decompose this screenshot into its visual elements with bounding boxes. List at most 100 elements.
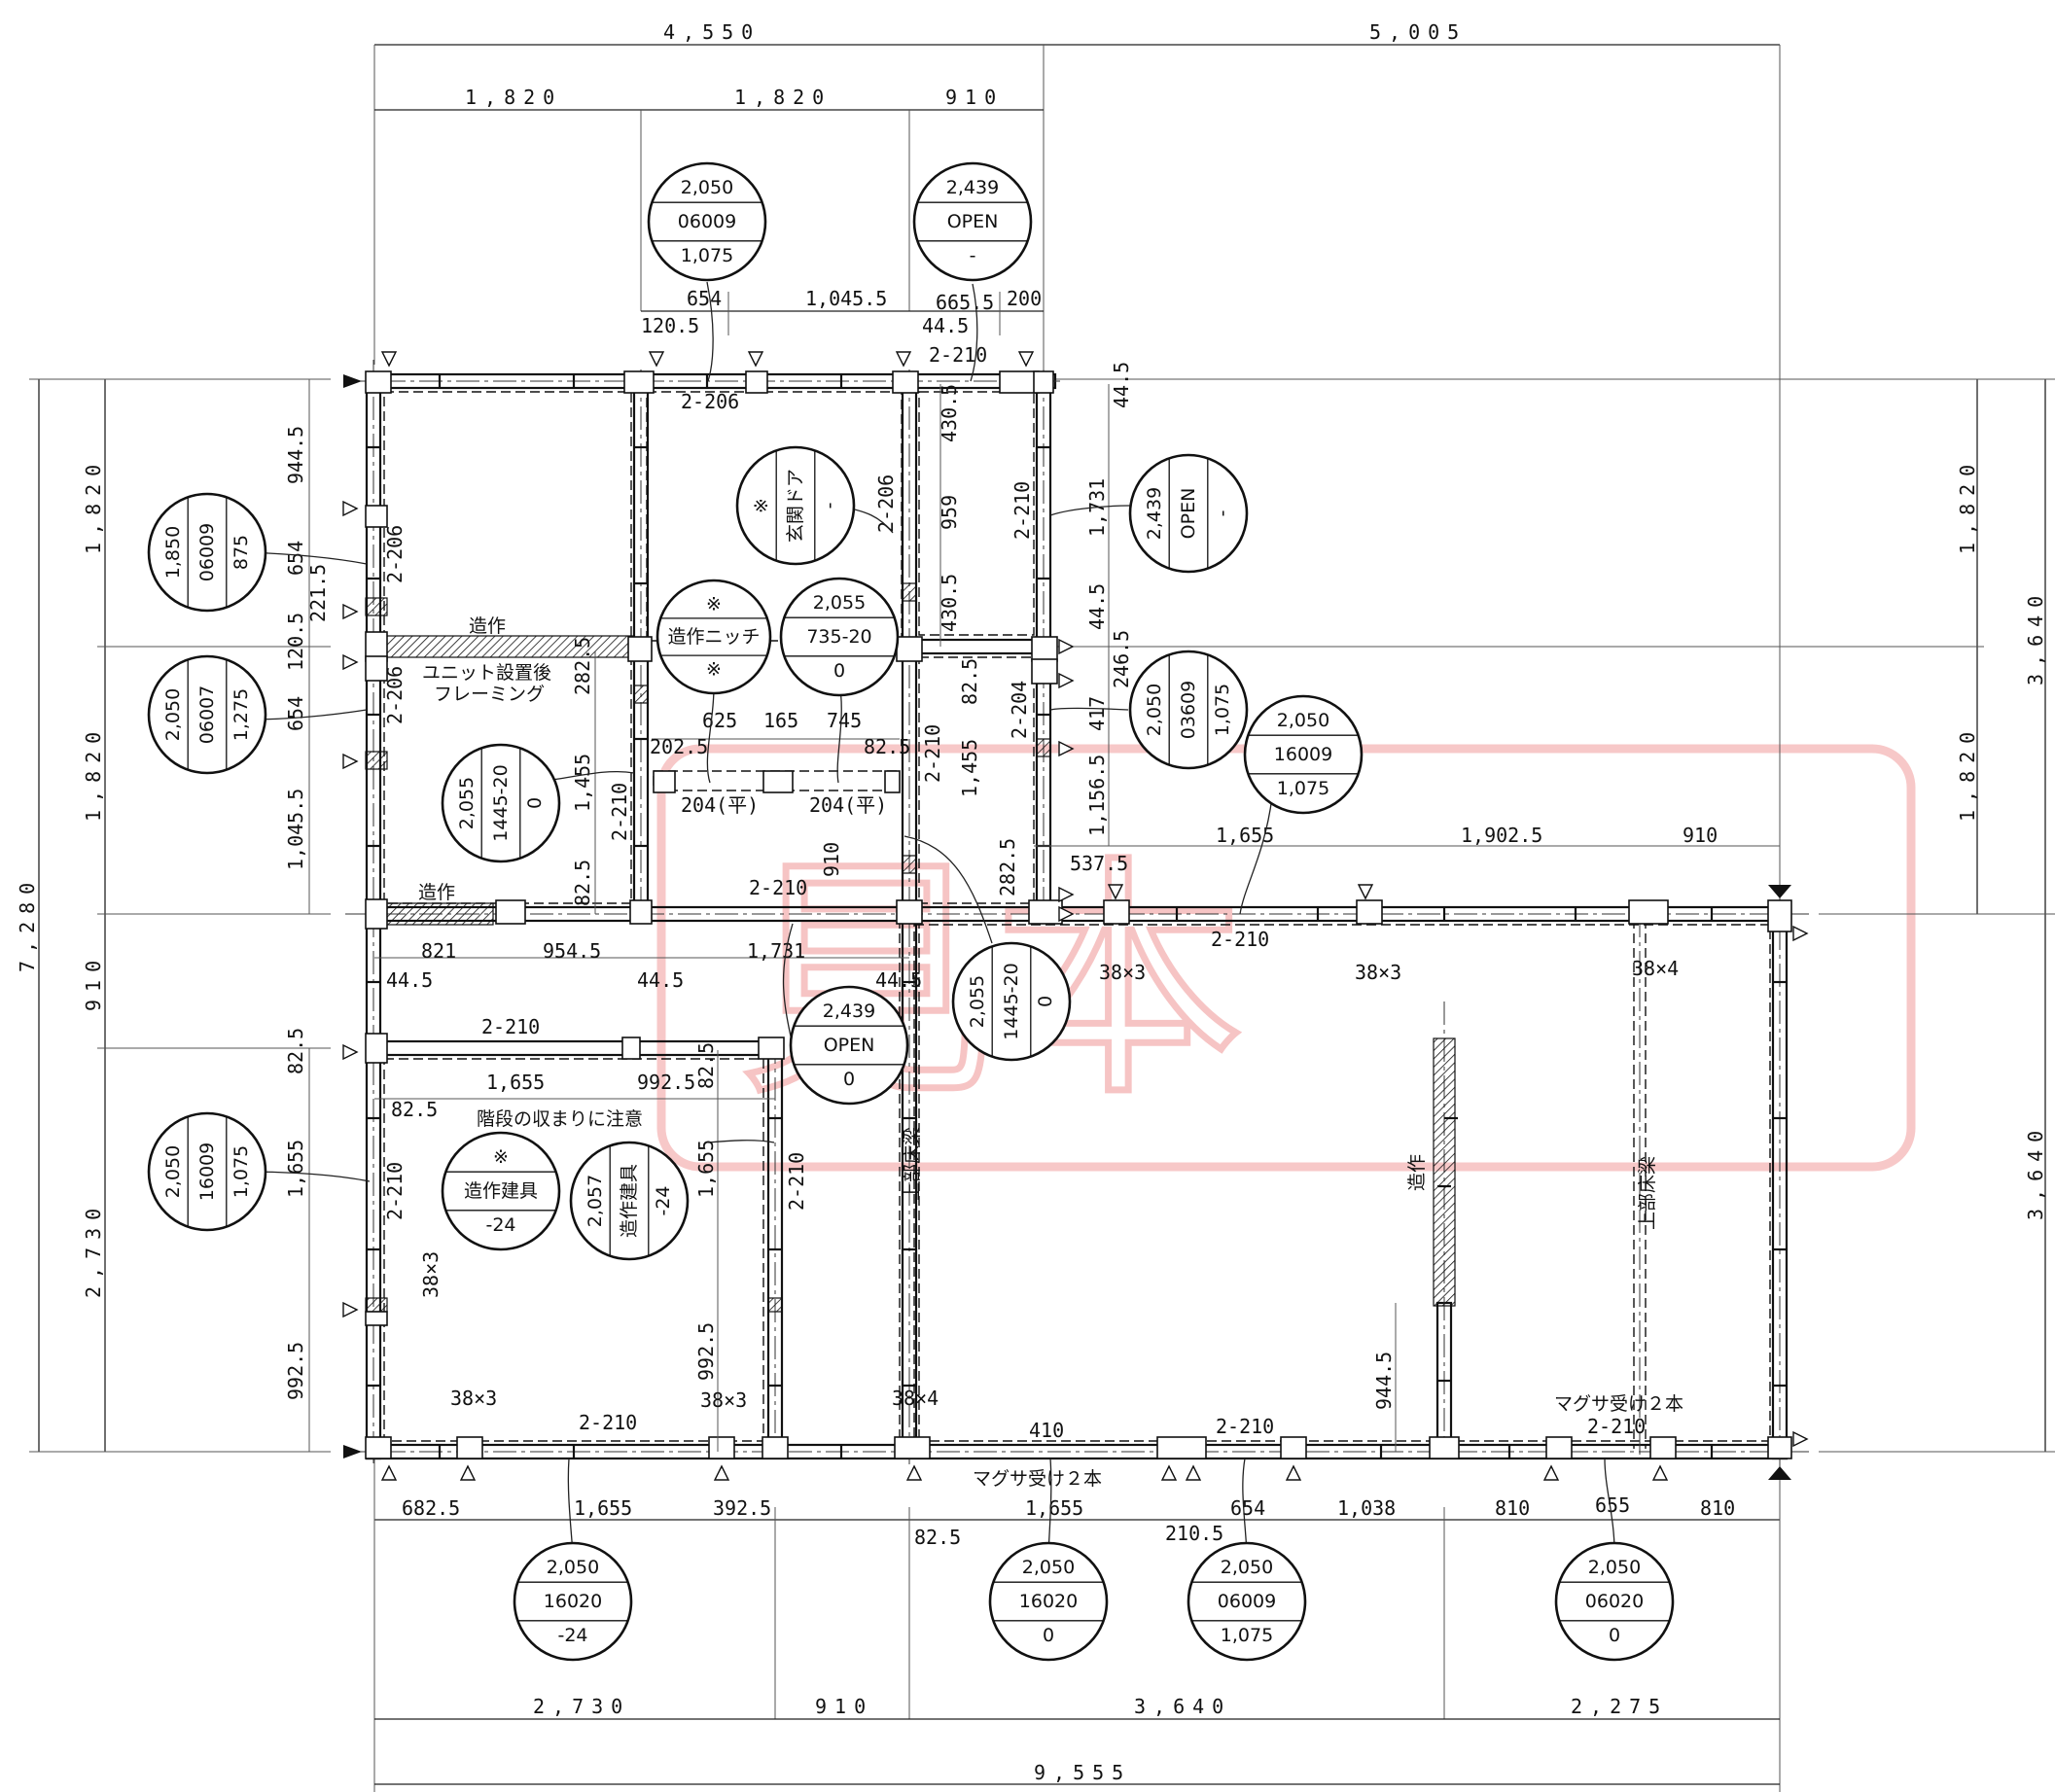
- dim-910-r: 910: [1683, 824, 1718, 847]
- door-tag-circle: [569, 1141, 690, 1261]
- dim-1455a: 1,455: [571, 754, 594, 812]
- label-unit-1: ユニット設置後: [422, 662, 551, 684]
- door-tag-top-text: 2,050: [1221, 1557, 1273, 1578]
- label-38x3-c: 38×3: [419, 1251, 443, 1298]
- door-tag-circle: [735, 445, 856, 566]
- dim-bot-1655a: 1,655: [574, 1496, 632, 1520]
- dim-top-1820b: 1,820: [734, 86, 832, 109]
- door-tag-top-text: 2,439: [1144, 487, 1165, 540]
- door-tag-bot-text: 0: [843, 1069, 855, 1090]
- dim-9925-l: 992.5: [284, 1342, 307, 1400]
- labels: 造作 造作 ユニット設置後 フレーミング 階段の収まりに注意 造作 上部床梁 上…: [383, 343, 1683, 1490]
- dim-bot-2730: 2,730: [533, 1695, 630, 1718]
- door-tag-bot-text: 0: [1035, 996, 1056, 1007]
- label-38x3-d: 38×3: [450, 1387, 497, 1410]
- dim-top-4550: 4,550: [663, 20, 761, 44]
- door-tag-mid-text: 06009: [678, 211, 736, 232]
- dim-445-top: 44.5: [922, 314, 969, 337]
- door-tag-top-text: 2,050: [1022, 1557, 1075, 1578]
- dim-top-5005: 5,005: [1369, 20, 1467, 44]
- door-tag-bot-text: 1,075: [230, 1145, 252, 1198]
- door-tag-top-text: 2,055: [456, 777, 478, 829]
- door-tag-circle: [789, 985, 909, 1106]
- label-38x4-a: 38×4: [1632, 957, 1679, 980]
- dim-bot-2105: 210.5: [1165, 1522, 1223, 1545]
- label-2210-k: 2-210: [1216, 1415, 1274, 1438]
- door-tag-mid-text: 06007: [196, 685, 218, 744]
- dim-10455: 1,045.5: [284, 789, 307, 870]
- door-tag-t15: ※造作建具-24: [441, 1131, 561, 1251]
- door-tag-bot-text: 1,075: [681, 245, 733, 266]
- posts: [365, 370, 1792, 1459]
- door-tag-bot-text: 875: [230, 535, 252, 570]
- dim-bot-6825: 682.5: [402, 1496, 460, 1520]
- dim-left-910: 910: [82, 953, 105, 1011]
- dim-1655-r: 1,655: [1216, 824, 1274, 847]
- door-tag-circle: [655, 579, 772, 695]
- door-tag-mid-text: 1445-20: [1001, 963, 1022, 1039]
- inner-dimension-texts: 944.5 654 221.5 120.5 654 1,045.5 282.5 …: [284, 362, 1718, 1442]
- zousaku-strips: [385, 635, 1456, 1307]
- label-204-hira-2: 204(平): [809, 793, 887, 817]
- dim-2465: 246.5: [1110, 630, 1133, 688]
- door-tag-top-text: 2,055: [813, 592, 866, 614]
- dim-right-3640b: 3,640: [2024, 1123, 2047, 1220]
- label-2206-b: 2-206: [383, 525, 407, 583]
- door-tag-top-text: 2,439: [823, 1001, 875, 1022]
- door-tag-mid-text: 造作建具: [464, 1180, 538, 1202]
- dim-11565: 1,156.5: [1085, 755, 1109, 836]
- door-tag-circle: [1243, 694, 1364, 815]
- dim-bot-9555: 9,555: [1034, 1761, 1131, 1784]
- dim-bot-810a: 810: [1495, 1496, 1530, 1520]
- label-zousaku-2: 造作: [418, 882, 455, 903]
- dim-2825b: 282.5: [996, 838, 1019, 896]
- door-tag-circle: [988, 1541, 1109, 1662]
- label-2206-a: 2-206: [681, 390, 739, 413]
- label-2204: 2-204: [1008, 681, 1031, 739]
- dim-bot-655: 655: [1595, 1493, 1630, 1517]
- dim-left-1820a: 1,820: [82, 457, 105, 554]
- label-2210-c: 2-210: [608, 783, 631, 841]
- dim-left-7280: 7,280: [16, 875, 39, 972]
- door-tag-circle: [1128, 650, 1249, 770]
- door-tag-circle: [1128, 453, 1249, 574]
- dim-right-1820b: 1,820: [1956, 724, 1979, 822]
- dim-1205: 120.5: [284, 613, 307, 671]
- door-tag-top-text: ※: [706, 593, 722, 615]
- door-tag-t3: ※玄関ドア-: [735, 445, 856, 566]
- dim-445-top-v: 44.5: [1110, 362, 1133, 408]
- door-tag-circle: [441, 743, 561, 863]
- door-tag-top-text: 2,057: [585, 1175, 606, 1227]
- door-tag-top-text: 2,050: [162, 1145, 184, 1198]
- dim-825d: 82.5: [284, 1028, 307, 1074]
- dim-19025: 1,902.5: [1461, 824, 1542, 847]
- label-38x4-b: 38×4: [892, 1387, 939, 1410]
- door-tag-bot-text: 1,275: [230, 688, 252, 741]
- door-tag-bot-text: 0: [1609, 1625, 1620, 1646]
- label-zousaku-1: 造作: [469, 615, 506, 637]
- dim-2825a: 282.5: [571, 637, 594, 695]
- door-tag-circle: [779, 577, 900, 697]
- label-2210-g: 2-210: [481, 1015, 540, 1038]
- dim-445a: 44.5: [386, 968, 433, 992]
- markers: [342, 351, 1809, 1481]
- dim-417: 417: [1085, 696, 1109, 731]
- door-tag-circle: [647, 161, 767, 282]
- dim-4305b: 430.5: [938, 574, 961, 632]
- dim-2215: 221.5: [306, 564, 330, 622]
- door-tag-top-text: 2,050: [681, 177, 733, 198]
- dim-left-2730: 2,730: [82, 1201, 105, 1298]
- door-tag-bot-text: 0: [1043, 1625, 1054, 1646]
- dim-910-v: 910: [820, 842, 843, 877]
- dim-bot-825: 82.5: [914, 1526, 961, 1549]
- label-38x3-e: 38×3: [700, 1388, 747, 1412]
- dim-bot-3640: 3,640: [1134, 1695, 1231, 1718]
- dim-9545: 954.5: [543, 939, 601, 963]
